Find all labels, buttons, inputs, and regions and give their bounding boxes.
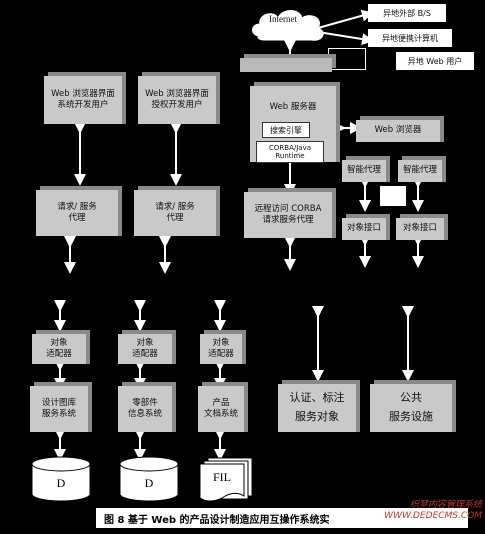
remote-terminal-box — [328, 48, 366, 70]
file-label: FIL — [213, 470, 231, 484]
object-interface-2-box: 对象接口 — [396, 218, 444, 240]
parts-info-box: 零部件 信息系统 — [118, 386, 172, 432]
object-adapter-2-box: 对象 适配器 — [118, 334, 172, 364]
object-interface-1-box: 对象接口 — [342, 218, 386, 240]
internet-label: Internet — [269, 14, 297, 24]
remote-bs-box: 异地外部 B/S — [368, 4, 446, 22]
remote-web-user-box: 异地 Web 用户 — [396, 52, 474, 70]
product-doc-box: 产品 文档系统 — [198, 386, 244, 432]
internet-cloud — [252, 10, 324, 41]
database-2-icon — [119, 456, 179, 502]
watermark: 织梦内容管理系统 WWW.DEDECMS.COM — [384, 500, 482, 521]
database-1-icon — [31, 456, 91, 502]
figure-caption: 图 8 基于 Web 的产品设计制造应用互操作系统实 — [96, 508, 468, 528]
web-auth-user-box: Web 浏览器界面 授权开发用户 — [138, 76, 216, 124]
file-stack-icon — [199, 457, 253, 502]
request-proxy-2-box: 请求/ 服务 代理 — [134, 190, 216, 236]
object-adapter-3-box: 对象 适配器 — [200, 334, 242, 364]
database-2-label: D — [144, 476, 154, 490]
web-server-label: Web 服务器 — [269, 102, 317, 112]
remote-portable-box: 异地便携计算机 — [368, 29, 452, 47]
remote-corba-proxy-box: 远程访问 CORBA 请求服务代理 — [244, 192, 332, 238]
arrow-internet-portable — [317, 31, 374, 45]
object-adapter-1-box: 对象 适配器 — [32, 334, 86, 364]
web-dev-user-box: Web 浏览器界面 系统开发用户 — [44, 76, 122, 124]
router-bar — [240, 58, 332, 72]
search-engine-box: 搜索引擎 — [262, 122, 310, 138]
database-1-label: D — [56, 476, 66, 490]
arrow-internet-bs — [317, 9, 374, 29]
corba-runtime-box: CORBA/Java Runtime — [256, 141, 324, 163]
request-proxy-1-box: 请求/ 服务 代理 — [36, 190, 118, 236]
connector-block — [380, 186, 406, 206]
smart-agent-2-box: 智能代理 — [398, 160, 442, 182]
web-browser-box: Web 浏览器 — [356, 120, 440, 142]
public-service-box: 公共 服务设施 — [370, 384, 452, 432]
auth-service-box: 认证、标注 服务对象 — [278, 384, 356, 432]
smart-agent-1-box: 智能代理 — [342, 160, 386, 182]
design-library-box: 设计图库 服务系统 — [30, 386, 88, 432]
